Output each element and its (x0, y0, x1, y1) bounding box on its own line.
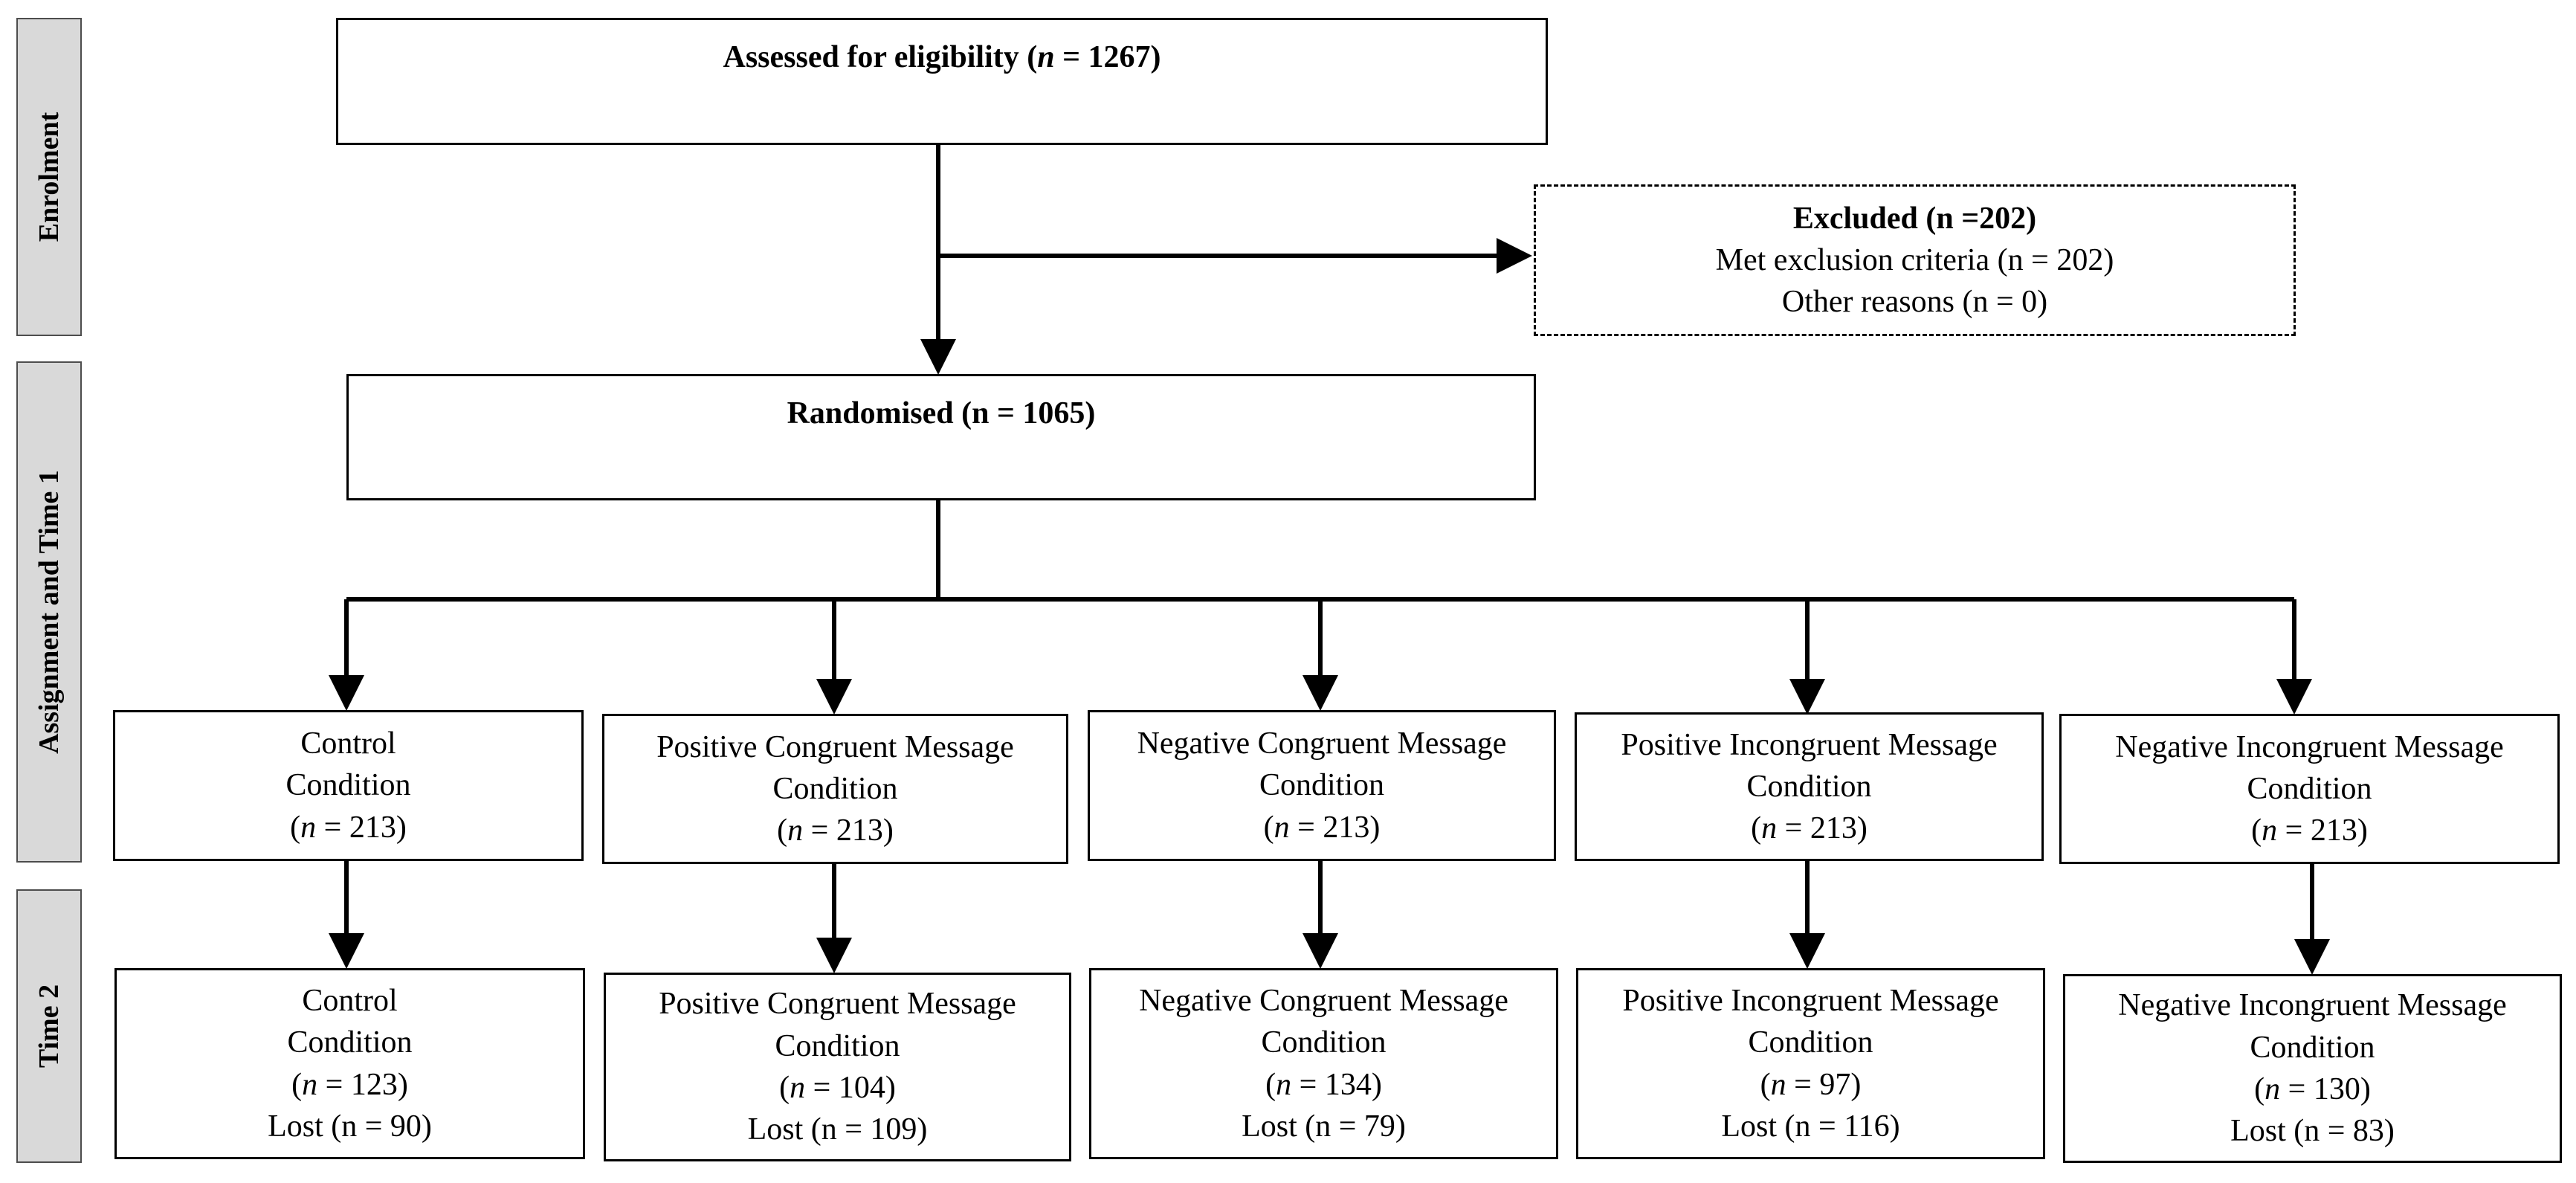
condition-word: Condition (772, 771, 898, 806)
excluded-criteria: Met exclusion criteria (n = 202) (1715, 242, 2114, 277)
condition-name: Negative Incongruent Message (2115, 729, 2504, 764)
condition-n: (n = 213) (1751, 811, 1868, 846)
excluded-box: Excluded (n =202) Met exclusion criteria… (1534, 184, 2296, 336)
positive-incongruent-t2-box: Positive Incongruent Message Condition (… (1576, 968, 2045, 1159)
positive-incongruent-t1-box: Positive Incongruent Message Condition (… (1575, 712, 2044, 861)
condition-word: Condition (1259, 768, 1385, 803)
condition-lost: Lost (n = 83) (2230, 1114, 2395, 1149)
condition-n: (n = 97) (1760, 1067, 1862, 1102)
condition-word: Condition (1261, 1025, 1387, 1060)
condition-word: Condition (2250, 1030, 2375, 1065)
phase-assignment: Assignment and Time 1 (16, 361, 82, 863)
condition-name: Positive Incongruent Message (1621, 727, 1998, 762)
condition-word: Condition (1748, 1025, 1873, 1060)
condition-lost: Lost (n = 79) (1242, 1109, 1406, 1144)
condition-name: Control (302, 983, 398, 1018)
condition-name: Negative Congruent Message (1137, 726, 1507, 761)
assessed-box: Assessed for eligibility (n = 1267) (336, 18, 1548, 145)
condition-n: (n = 213) (290, 810, 407, 845)
condition-n: (n = 213) (2251, 813, 2368, 848)
positive-congruent-t2-box: Positive Congruent Message Condition (n … (604, 973, 1071, 1161)
condition-word: Condition (287, 1025, 413, 1060)
control-t1-box: Control Condition (n = 213) (113, 710, 584, 861)
condition-lost: Lost (n = 90) (268, 1109, 432, 1144)
condition-n: (n = 104) (779, 1071, 896, 1105)
condition-lost: Lost (n = 109) (747, 1112, 928, 1147)
condition-n: (n = 213) (1263, 810, 1381, 845)
condition-name: Negative Congruent Message (1139, 983, 1508, 1018)
condition-word: Condition (775, 1028, 900, 1063)
assessed-label: Assessed for eligibility (n = 1267) (723, 40, 1161, 74)
randomised-box: Randomised (n = 1065) (346, 374, 1536, 500)
condition-word: Condition (285, 768, 411, 803)
excluded-title: Excluded (n =202) (1792, 201, 2037, 236)
phase-time2-label: Time 2 (33, 984, 65, 1068)
condition-n: (n = 213) (777, 813, 894, 848)
excluded-other: Other reasons (n = 0) (1781, 285, 2048, 320)
phase-enrolment-label: Enrolment (33, 112, 65, 242)
phase-enrolment: Enrolment (16, 18, 82, 336)
condition-n: (n = 123) (291, 1067, 408, 1102)
randomised-label: Randomised (n = 1065) (787, 396, 1096, 431)
negative-incongruent-t1-box: Negative Incongruent Message Condition (… (2059, 714, 2560, 864)
phase-assignment-label: Assignment and Time 1 (33, 470, 65, 754)
condition-n: (n = 130) (2254, 1072, 2371, 1106)
negative-congruent-t2-box: Negative Congruent Message Condition (n … (1089, 968, 1558, 1159)
condition-lost: Lost (n = 116) (1721, 1109, 1900, 1144)
control-t2-box: Control Condition (n = 123) Lost (n = 90… (114, 968, 585, 1159)
negative-congruent-t1-box: Negative Congruent Message Condition (n … (1088, 710, 1556, 861)
condition-word: Condition (1746, 769, 1872, 804)
condition-name: Positive Congruent Message (656, 729, 1014, 764)
condition-name: Control (300, 726, 396, 761)
condition-name: Positive Congruent Message (659, 987, 1016, 1022)
condition-name: Negative Incongruent Message (2118, 988, 2507, 1023)
positive-congruent-t1-box: Positive Congruent Message Condition (n … (602, 714, 1068, 864)
condition-name: Positive Incongruent Message (1622, 983, 1999, 1018)
phase-time2: Time 2 (16, 889, 82, 1163)
condition-word: Condition (2247, 771, 2372, 806)
condition-n: (n = 134) (1265, 1067, 1382, 1102)
negative-incongruent-t2-box: Negative Incongruent Message Condition (… (2063, 974, 2562, 1163)
